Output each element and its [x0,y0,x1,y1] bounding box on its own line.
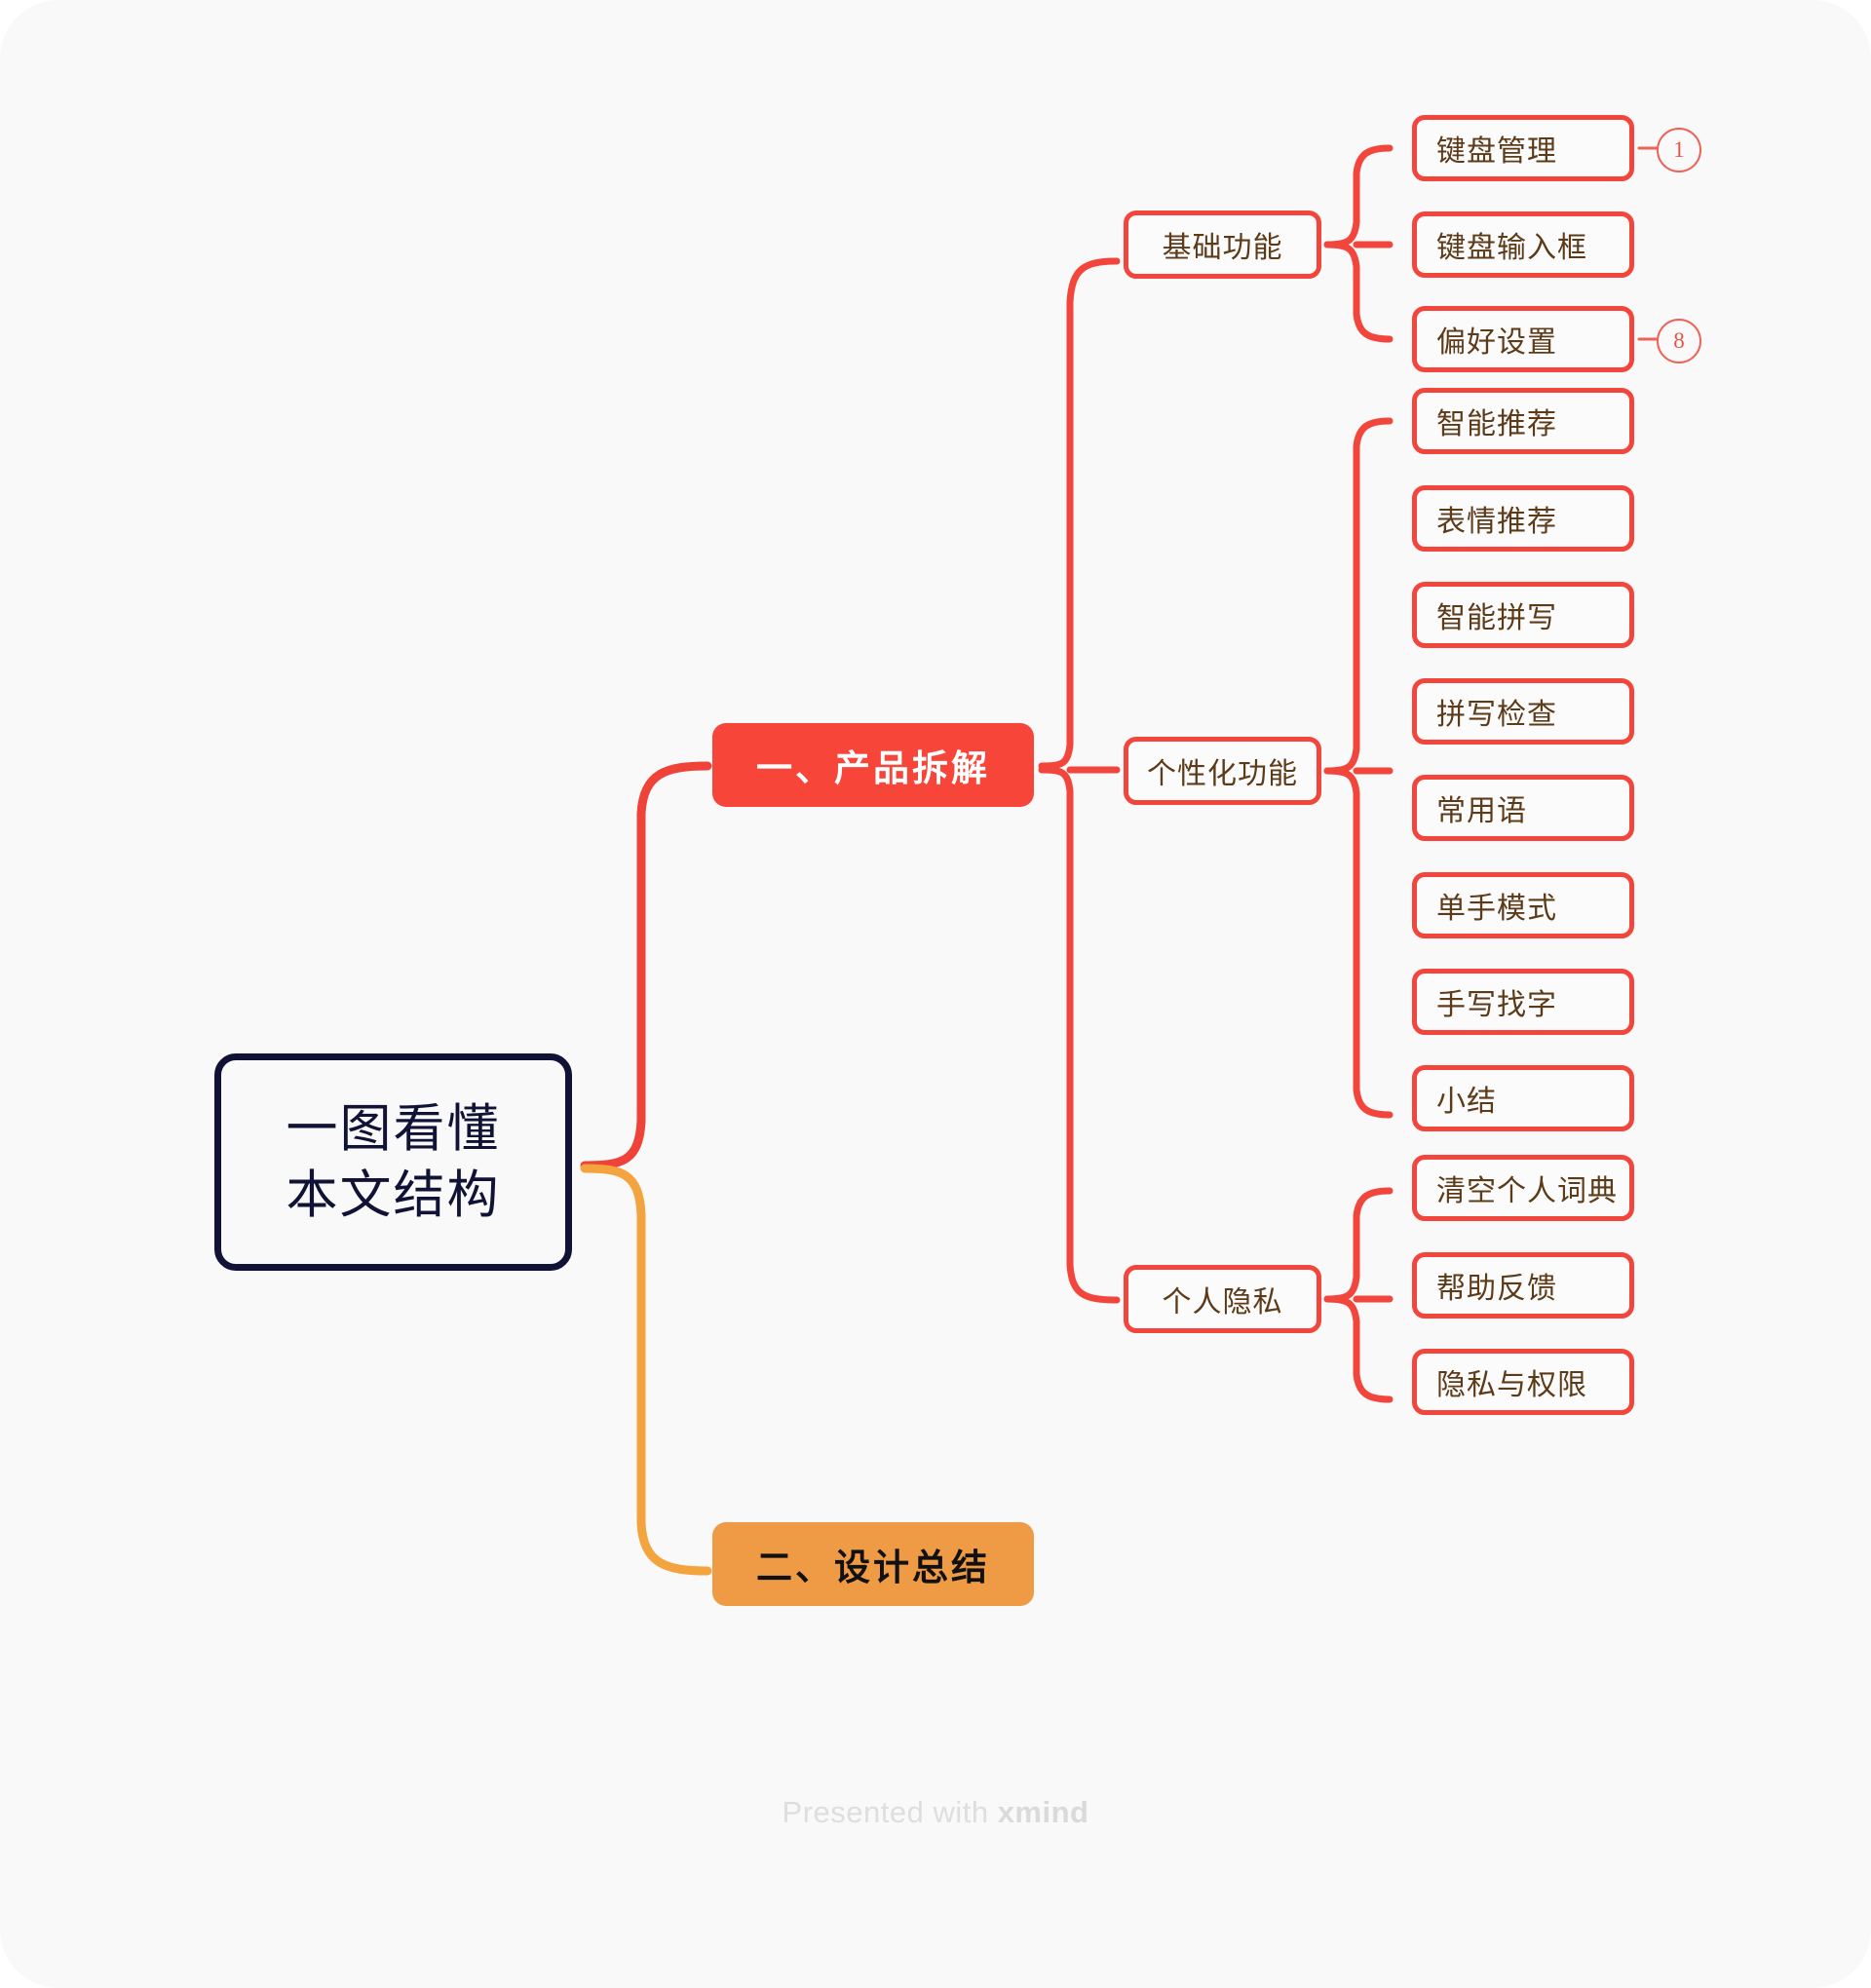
subtopic-personalized-functions[interactable]: 个性化功能 [1124,737,1321,805]
leaf-help-feedback[interactable]: 帮助反馈 [1412,1252,1634,1319]
edge-basic-functions-brace [1323,144,1394,248]
leaf-one-handed-mode[interactable]: 单手模式 [1412,872,1634,938]
edge-root-to-design-summary [585,1168,707,1571]
edge-privacy-brace-lower [1323,1295,1394,1403]
leaf-keyboard-input-box-label: 键盘输入框 [1436,232,1587,264]
subtopic-personalized-functions-label: 个性化功能 [1147,758,1298,790]
badge-keyboard-management: 1 [1657,128,1701,172]
footer-prefix: Presented with [782,1795,998,1829]
edge-privacy-brace-upper [1323,1187,1394,1303]
leaf-keyboard-input-box[interactable]: 键盘输入框 [1412,211,1634,278]
root-line-2: 本文结构 [286,1166,501,1224]
leaf-keyboard-management[interactable]: 键盘管理 [1412,115,1634,181]
leaf-clear-personal-dictionary[interactable]: 清空个人词典 [1412,1155,1634,1221]
edge-root-orange [585,1168,707,1571]
subtopic-basic-functions-label: 基础功能 [1162,232,1283,264]
subtopic-personal-privacy-label: 个人隐私 [1162,1286,1283,1319]
leaf-smart-recommendation[interactable]: 智能推荐 [1412,388,1634,454]
leaf-smart-spelling-label: 智能拼写 [1436,602,1557,634]
topic-product-teardown[interactable]: 一、产品拆解 [712,723,1034,807]
edge-root-to-design-summary-line [585,1168,707,1571]
edge-root-to-design-summary-2 [585,1168,707,1571]
leaf-privacy-and-permissions-label: 隐私与权限 [1436,1369,1587,1401]
edge-product-teardown-to-level2-lower [1038,766,1121,1304]
topic-product-teardown-label: 一、产品拆解 [756,748,990,788]
leaf-one-handed-mode-label: 单手模式 [1436,893,1557,925]
leaf-handwriting-lookup-label: 手写找字 [1436,989,1557,1021]
leaf-smart-spelling[interactable]: 智能拼写 [1412,582,1634,648]
footer-brand: xmind [997,1795,1089,1829]
topic-design-summary-label: 二、设计总结 [756,1548,990,1587]
leaf-spell-check[interactable]: 拼写检查 [1412,678,1634,745]
leaf-keyboard-management-label: 键盘管理 [1436,135,1557,168]
leaf-emoji-recommendation-label: 表情推荐 [1436,506,1557,538]
leaf-clear-personal-dictionary-label: 清空个人词典 [1436,1175,1618,1207]
footer-watermark: Presented with xmind [0,1795,1871,1830]
edge-personalized-brace-upper [1323,417,1394,775]
leaf-help-feedback-label: 帮助反馈 [1436,1273,1557,1305]
leaf-preference-settings[interactable]: 偏好设置 [1412,306,1634,372]
edge-root-to-product-teardown [580,761,712,1170]
leaf-common-phrases-label: 常用语 [1436,795,1527,827]
badge-preference-settings-value: 8 [1673,328,1685,353]
leaf-preference-settings-label: 偏好设置 [1436,326,1557,359]
edge-basic-functions-brace-lower [1323,241,1394,343]
root-line-1: 一图看懂 [286,1099,501,1158]
leaf-handwriting-lookup[interactable]: 手写找字 [1412,969,1634,1035]
leaf-spell-check-label: 拼写检查 [1436,699,1557,731]
badge-preference-settings: 8 [1657,319,1701,363]
leaf-summary[interactable]: 小结 [1412,1065,1634,1131]
badge-keyboard-management-value: 1 [1673,137,1685,162]
edge-personalized-brace-lower [1323,767,1394,1119]
edge-orange-branch [580,1164,712,1576]
leaf-common-phrases[interactable]: 常用语 [1412,775,1634,841]
edge-product-teardown-to-level2 [1038,257,1121,770]
topic-design-summary[interactable]: 二、设计总结 [712,1522,1034,1606]
subtopic-basic-functions[interactable]: 基础功能 [1124,210,1321,279]
leaf-summary-label: 小结 [1436,1086,1497,1118]
leaf-emoji-recommendation[interactable]: 表情推荐 [1412,485,1634,552]
leaf-smart-recommendation-label: 智能推荐 [1436,408,1557,440]
root-node[interactable]: 一图看懂 本文结构 [214,1053,572,1271]
subtopic-personal-privacy[interactable]: 个人隐私 [1124,1265,1321,1333]
leaf-privacy-and-permissions[interactable]: 隐私与权限 [1412,1349,1634,1415]
